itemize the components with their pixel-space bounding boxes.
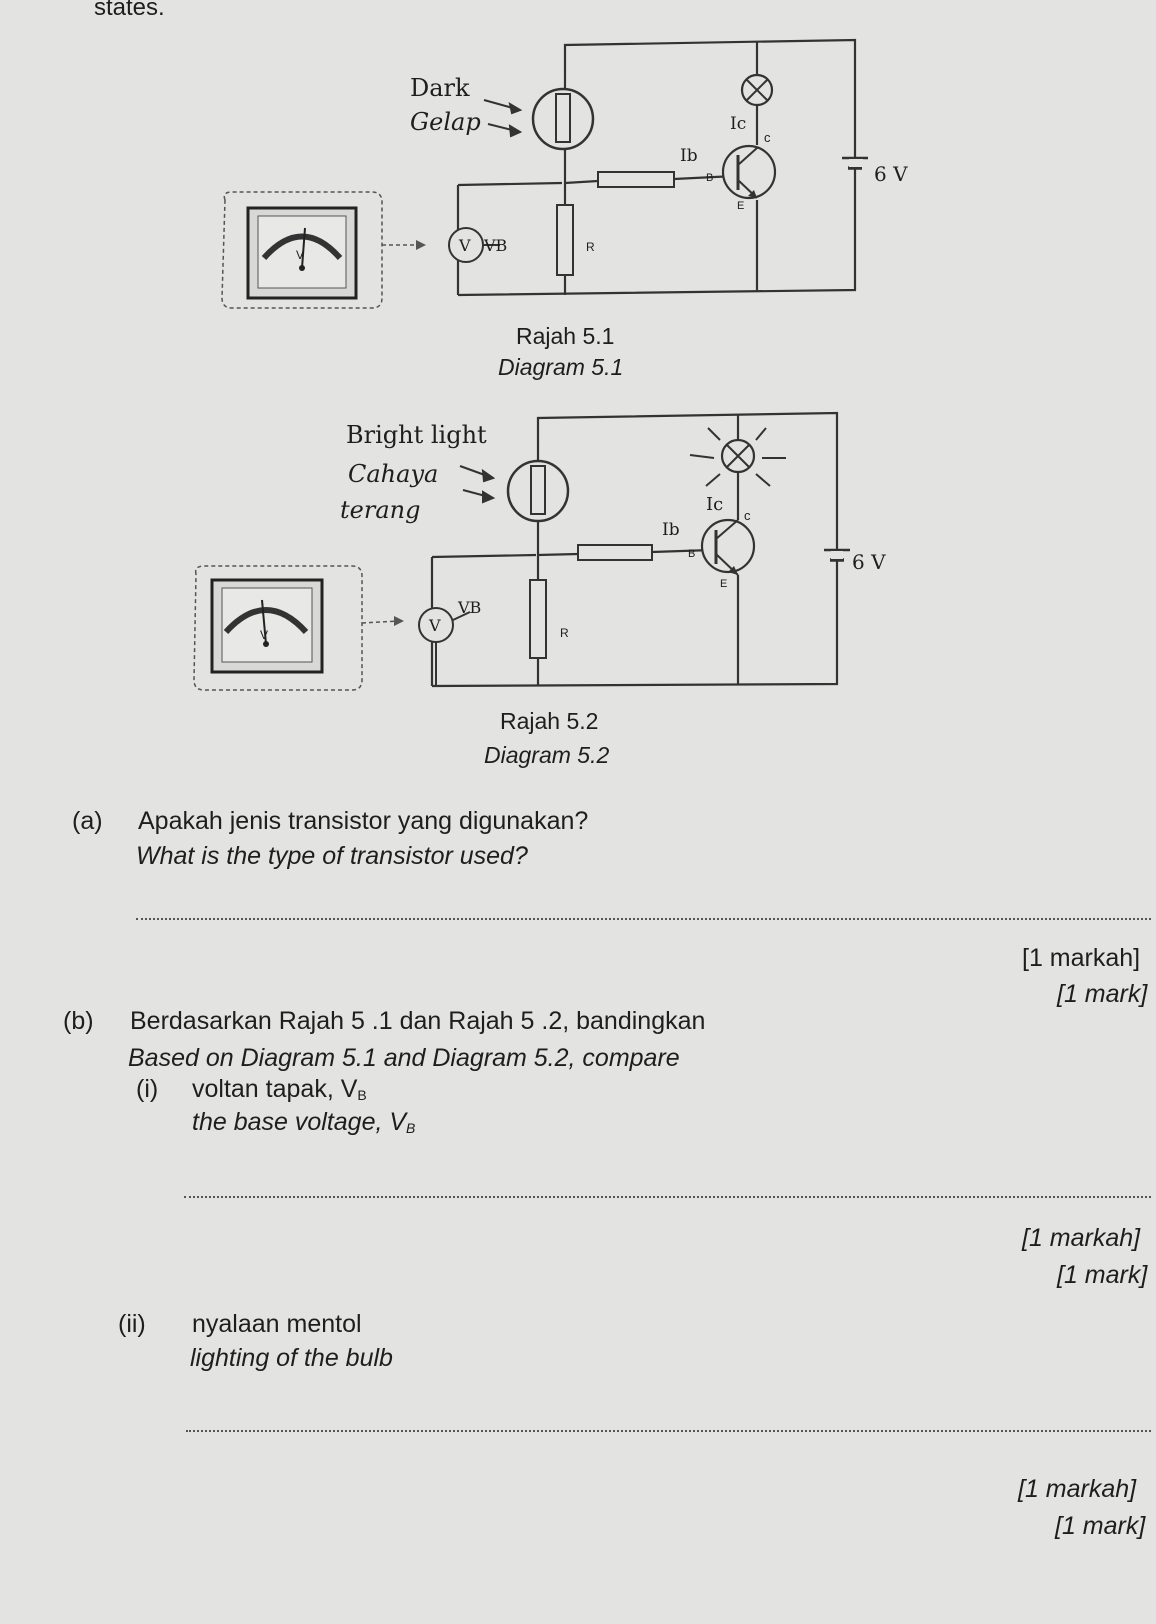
label-c: c bbox=[744, 508, 751, 523]
label-vb: VB bbox=[458, 598, 482, 617]
question-b-text-ms: Berdasarkan Rajah 5 .1 dan Rajah 5 .2, b… bbox=[130, 1007, 706, 1035]
label-ic: Ic bbox=[706, 494, 724, 515]
label-gelap: Gelap bbox=[410, 108, 481, 136]
question-b-i-marks-ms: [1 markah] bbox=[1022, 1224, 1141, 1252]
caption-diagram-5-1: Diagram 5.1 bbox=[498, 354, 624, 380]
label-e: E bbox=[737, 200, 745, 212]
circuit-diagram-5-2 bbox=[193, 411, 850, 691]
answer-line-a[interactable] bbox=[136, 918, 1151, 920]
label-cahaya: Cahaya bbox=[348, 460, 439, 488]
question-a-text-ms: Apakah jenis transistor yang digunakan? bbox=[138, 807, 589, 835]
question-b-ii-text-en: lighting of the bulb bbox=[190, 1344, 393, 1372]
question-a-marks-en: [1 mark] bbox=[1057, 980, 1148, 1008]
question-b-i-text-en: the base voltage, VB bbox=[192, 1108, 416, 1136]
circuit-diagram-5-1 bbox=[221, 38, 868, 309]
question-b-ii-marks-en: [1 mark] bbox=[1055, 1512, 1146, 1540]
header-text: states. bbox=[94, 0, 165, 21]
caption-diagram-5-2: Diagram 5.2 bbox=[484, 742, 610, 768]
question-b-ii-marks-ms: [1 markah] bbox=[1018, 1475, 1137, 1503]
question-b-number: (b) bbox=[63, 1007, 94, 1035]
label-v: V bbox=[459, 236, 471, 255]
meter-v-label: V bbox=[260, 628, 269, 642]
label-ib: Ib bbox=[662, 520, 680, 540]
label-bright-light: Bright light bbox=[346, 421, 487, 449]
label-voltage: 6 V bbox=[874, 162, 908, 186]
label-c: c bbox=[764, 130, 771, 145]
label-ic: Ic bbox=[730, 114, 747, 134]
question-b-i-number: (i) bbox=[136, 1075, 159, 1103]
caption-rajah-5-2: Rajah 5.2 bbox=[500, 708, 599, 734]
label-v: V bbox=[429, 616, 441, 635]
answer-line-b-ii[interactable] bbox=[186, 1430, 1151, 1432]
label-dark: Dark bbox=[410, 74, 470, 102]
label-b: B bbox=[688, 548, 696, 560]
caption-rajah-5-1: Rajah 5.1 bbox=[516, 323, 615, 349]
question-b-ii-number: (ii) bbox=[118, 1310, 146, 1338]
label-voltage: 6 V bbox=[852, 550, 886, 574]
question-a-marks-ms: [1 markah] bbox=[1022, 944, 1141, 972]
label-vb: VB bbox=[484, 236, 508, 255]
meter-v-label: V bbox=[296, 248, 305, 262]
question-a-number: (a) bbox=[72, 807, 103, 835]
label-r: R bbox=[586, 240, 595, 254]
question-b-i-marks-en: [1 mark] bbox=[1057, 1261, 1148, 1289]
question-b-i-text-ms: voltan tapak, VB bbox=[192, 1075, 367, 1103]
label-ib: Ib bbox=[680, 146, 698, 166]
label-terang: terang bbox=[340, 496, 421, 524]
question-b-ii-text-ms: nyalaan mentol bbox=[192, 1310, 362, 1338]
label-e: E bbox=[720, 578, 728, 590]
question-a-text-en: What is the type of transistor used? bbox=[136, 842, 528, 870]
label-r: R bbox=[560, 626, 569, 640]
answer-line-b-i[interactable] bbox=[184, 1196, 1151, 1198]
label-b: B bbox=[706, 172, 714, 184]
question-b-text-en: Based on Diagram 5.1 and Diagram 5.2, co… bbox=[128, 1044, 680, 1072]
